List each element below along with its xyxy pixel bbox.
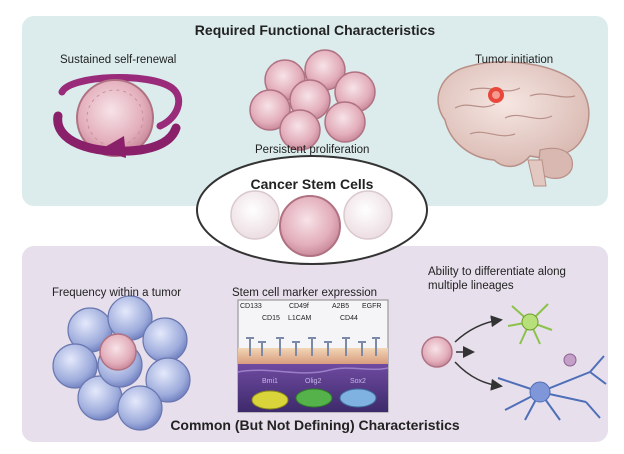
marker-l1cam: L1CAM [288,315,312,322]
bottom-panel-title: Common (But Not Defining) Characteristic… [170,417,460,433]
cancer-stem-cells-title: Cancer Stem Cells [250,176,374,192]
differentiation-label-line2: multiple lineages [428,280,514,292]
tumor-frequency-cluster [52,295,191,431]
marker-egfr: EGFR [362,303,382,310]
cancer-stem-cells-ellipse [196,155,428,265]
marker-cd133: CD133 [240,303,262,310]
differentiation-illustration [421,303,607,421]
nuclear-bmi1: Bmi1 [262,378,278,385]
marker-expression-diagram [237,299,389,413]
marker-cd49f: CD49f [289,303,309,310]
frequency-label: Frequency within a tumor [52,287,182,299]
top-panel-title: Required Functional Characteristics [194,22,436,38]
brain-tumor-illustration [437,61,590,187]
nuclear-olig2: Olig2 [305,378,322,385]
self-renewal-label: Sustained self-renewal [60,54,177,66]
marker-a2b5: A2B5 [332,303,350,310]
nuclear-sox2: Sox2 [350,378,366,385]
marker-cd44: CD44 [340,315,358,322]
proliferation-label: Persistent proliferation [255,144,370,156]
self-renewal-illustration [53,74,183,158]
proliferation-cluster [249,49,376,151]
tumor-initiation-label: Tumor initiation [475,54,554,66]
marker-cd15: CD15 [262,315,280,322]
marker-expression-label: Stem cell marker expression [232,287,378,299]
differentiation-label-line1: Ability to differentiate along [428,266,566,278]
